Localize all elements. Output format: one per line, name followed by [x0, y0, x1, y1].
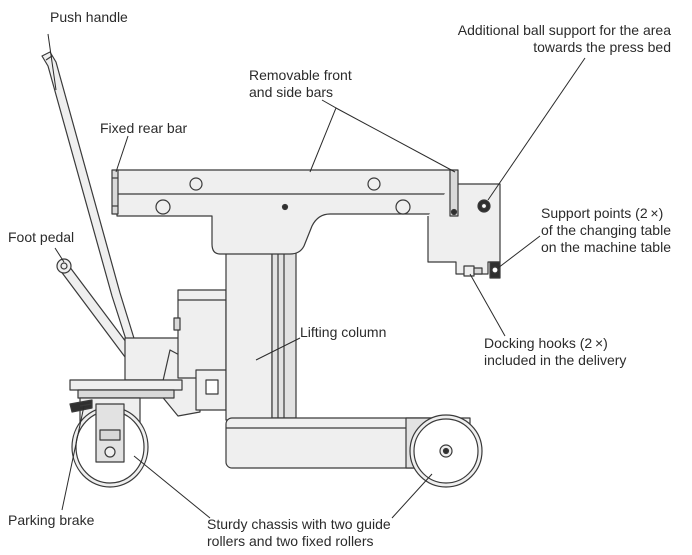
leader-lines — [47, 33, 586, 519]
label-support-points-line1: Support points (2 ×) — [541, 205, 664, 221]
label-chassis-line2: rollers and two fixed rollers — [207, 533, 374, 549]
label-docking-hooks-line1: Docking hooks (2 ×) — [484, 335, 608, 351]
label-fixed-rear-bar: Fixed rear bar — [100, 120, 188, 136]
leader-chassis-rear — [133, 455, 211, 519]
label-support-points-line3: on the machine table — [541, 239, 671, 255]
leader-removable-front — [309, 99, 337, 173]
label-removable-bars-line1: Removable front — [249, 67, 352, 83]
parking-brake-shape — [69, 399, 93, 413]
table-top-shape — [116, 169, 501, 275]
leader-ball-support — [487, 57, 586, 201]
label-ball-support-line1: Additional ball support for the area — [457, 22, 671, 38]
leader-parking-brake — [61, 405, 85, 511]
fixed-rear-bar-shape — [111, 169, 119, 215]
support-point-shape — [489, 261, 501, 279]
label-chassis-line1: Sturdy chassis with two guide — [207, 516, 391, 532]
label-foot-pedal: Foot pedal — [8, 229, 75, 245]
label-ball-support-line2: towards the press bed — [533, 39, 671, 55]
label-push-handle: Push handle — [50, 9, 128, 25]
leader-chassis-front — [391, 473, 433, 519]
front-bar-shape — [449, 169, 459, 217]
leader-fixed-rear-bar — [115, 135, 129, 173]
leader-removable-side — [335, 107, 456, 173]
leader-docking-hooks — [469, 273, 506, 337]
label-removable-bars-line2: and side bars — [249, 84, 334, 100]
lifting-column-shape — [225, 247, 297, 421]
front-wheel-shape — [409, 414, 483, 488]
leader-support-points — [497, 235, 541, 269]
rear-roller-shape — [69, 379, 183, 488]
docking-hook-shape — [463, 265, 483, 277]
label-parking-brake: Parking brake — [8, 512, 95, 528]
leader-push-handle — [47, 33, 57, 91]
leader-foot-pedal — [54, 247, 65, 263]
leader-lifting-column — [255, 337, 301, 361]
label-docking-hooks-line2: included in the delivery — [484, 352, 627, 368]
label-support-points-line2: of the changing table — [541, 222, 671, 238]
pedal-housing-shape — [124, 289, 227, 417]
label-lifting-column: Lifting column — [300, 324, 387, 340]
